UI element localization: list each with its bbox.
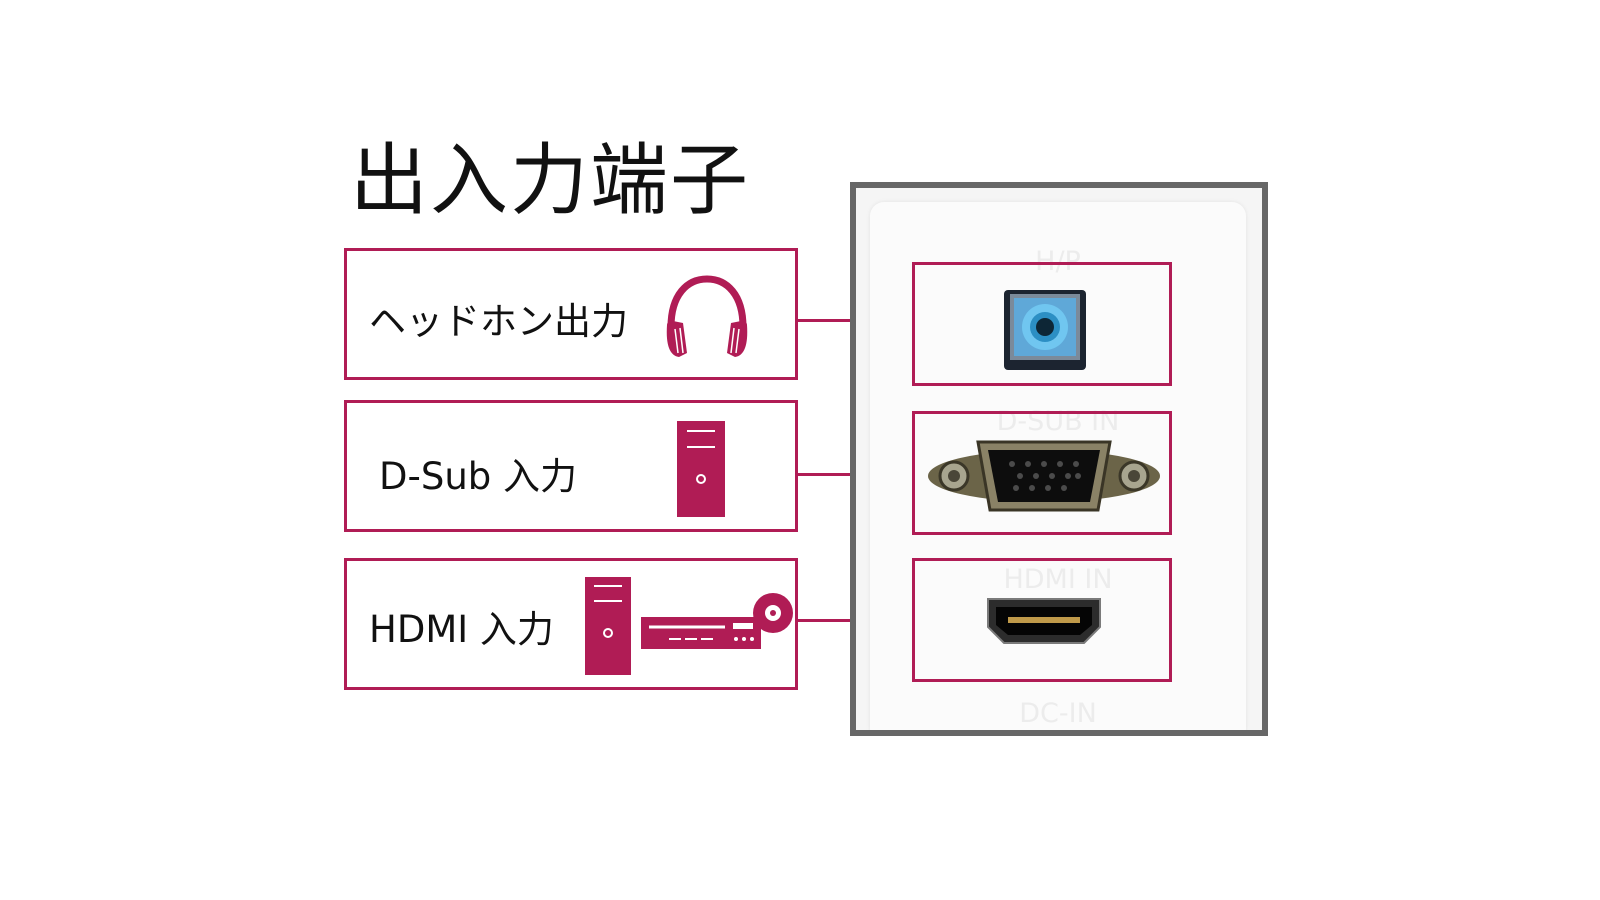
page-title: 出入力端子	[350, 136, 751, 226]
port-box-dsub	[912, 411, 1172, 535]
label-headphone-output: ヘッドホン出力	[369, 300, 628, 343]
caption-dc-in: DC-IN	[1019, 698, 1097, 729]
label-box-hdmi: HDMI 入力	[344, 558, 798, 690]
caption-hp: H/P	[1035, 246, 1081, 277]
pc-tower-icon	[677, 421, 725, 517]
headphone-jack-icon	[1004, 290, 1086, 370]
port-box-hdmi	[912, 558, 1172, 682]
label-box-dsub: D-Sub 入力	[344, 400, 798, 532]
pc-and-av-player-icon	[585, 577, 793, 675]
vga-connector-icon	[928, 440, 1160, 512]
hdmi-connector-icon	[987, 598, 1101, 644]
label-box-headphone: ヘッドホン出力	[344, 248, 798, 380]
label-hdmi-input: HDMI 入力	[369, 608, 554, 651]
caption-hdmi: HDMI IN	[1003, 564, 1113, 595]
port-box-headphone	[912, 262, 1172, 386]
label-dsub-input: D-Sub 入力	[379, 455, 578, 498]
headphones-icon	[666, 275, 748, 357]
